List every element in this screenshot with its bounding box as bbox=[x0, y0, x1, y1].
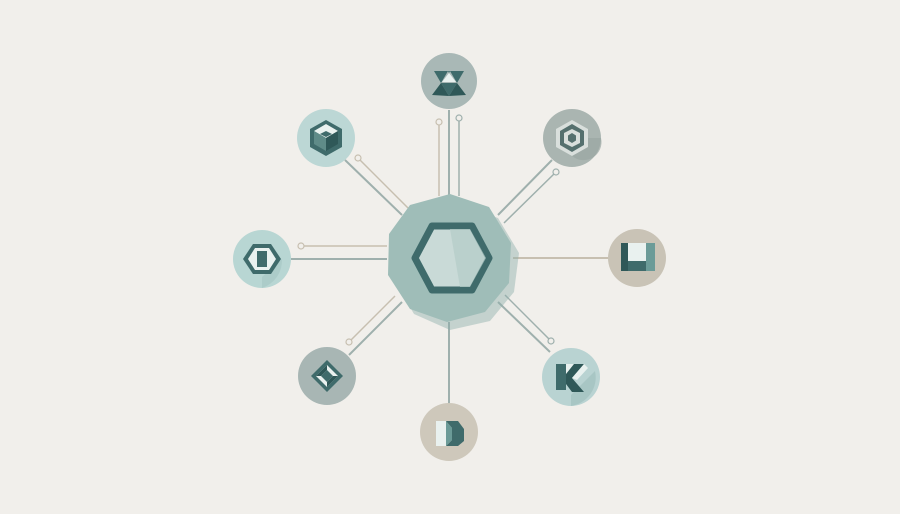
folded-square-icon bbox=[621, 243, 655, 271]
isometric-cube-icon bbox=[310, 120, 342, 156]
node-top[interactable] bbox=[421, 53, 477, 109]
connector-top-right-branch bbox=[503, 171, 557, 224]
node-top-left[interactable] bbox=[297, 109, 355, 167]
connector-lines bbox=[291, 110, 609, 404]
hub-node[interactable] bbox=[388, 194, 519, 330]
hexagon-ring-icon bbox=[243, 244, 281, 274]
connector-top-right bbox=[497, 159, 553, 216]
connector-top-left-branch bbox=[357, 157, 409, 209]
connector-top-right-end bbox=[552, 168, 560, 176]
node-bottom-left[interactable] bbox=[298, 347, 356, 405]
folded-ribbon-icon bbox=[436, 421, 464, 446]
connector-left-end bbox=[297, 242, 305, 250]
connector-top-end-a bbox=[435, 118, 443, 126]
node-right[interactable] bbox=[608, 229, 666, 287]
connector-bottom-right-branch bbox=[504, 294, 552, 342]
node-bottom[interactable] bbox=[420, 403, 478, 461]
nested-hexagon-icon bbox=[556, 120, 588, 156]
interlocked-diamond-icon bbox=[311, 360, 343, 392]
node-bottom-right[interactable] bbox=[542, 348, 600, 406]
connector-bottom-left-branch bbox=[348, 295, 396, 343]
node-left[interactable] bbox=[233, 230, 291, 288]
connector-top-end-b bbox=[455, 114, 463, 122]
split-diamond-icon bbox=[556, 364, 588, 392]
triangle-cluster-icon bbox=[432, 71, 466, 96]
connector-bottom-right bbox=[497, 301, 551, 353]
connector-top-left-end bbox=[354, 154, 362, 162]
connector-top-left bbox=[344, 159, 403, 216]
connector-bottom-left-end bbox=[345, 338, 353, 346]
connector-bottom-right-end bbox=[547, 337, 555, 345]
node-top-right[interactable] bbox=[543, 109, 602, 167]
connector-bottom-left bbox=[348, 301, 403, 356]
hexagon-outline-icon bbox=[411, 222, 493, 294]
